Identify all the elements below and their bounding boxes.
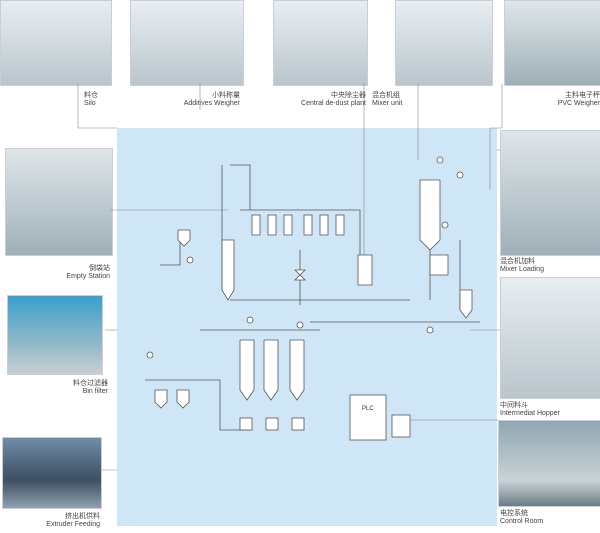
label-en: Control Room (500, 518, 544, 525)
label-en: Bin filter (82, 388, 108, 395)
silo-photo (0, 0, 112, 86)
control-room-photo (498, 420, 600, 507)
label-cn: 挤出机供料 (65, 513, 100, 520)
label-cn: 主料电子秤 (565, 92, 600, 99)
label-cn: 料仓过滤器 (73, 380, 108, 387)
empty-station-photo (5, 148, 113, 256)
leader-lines (77, 84, 503, 471)
label-cn: 电控系统 (500, 510, 528, 517)
valve-symbols (146, 156, 464, 359)
label-cn: 小料称量 (212, 92, 240, 99)
mixer-loading-photo (500, 130, 600, 256)
plc-cabinet (349, 394, 411, 441)
label-en: Central de-dust plant (301, 100, 366, 107)
hopper-photo (500, 277, 600, 399)
label-cn: 混合机加料 (500, 258, 535, 265)
label-cn: 混合机组 (372, 92, 400, 99)
label-en: Silo (84, 100, 96, 107)
dedust-photo (273, 0, 368, 86)
label-en: Empty Station (66, 273, 110, 280)
additives-photo (130, 0, 244, 86)
label-en: Extruder Feeding (46, 521, 100, 528)
label-cn: 中间料斗 (500, 402, 528, 409)
label-en: Mixer Loading (500, 266, 544, 273)
label-en: Mixer unit (372, 100, 403, 107)
label-cn: 中央除尘器 (331, 92, 366, 99)
pvc-weigher-photo (504, 0, 600, 86)
label-en: Additives Weigher (183, 100, 240, 107)
bin-filter-photo (7, 295, 103, 375)
plc-label: PLC (362, 406, 374, 412)
label-cn: 料仓 (84, 92, 98, 99)
hoppers (154, 179, 473, 431)
label-en: PVC Weigher (557, 100, 600, 107)
mixer-photo (395, 0, 493, 86)
label-en: Intermediat Hopper (500, 410, 560, 417)
extruder-photo (2, 437, 102, 509)
label-cn: 倒袋站 (89, 265, 110, 272)
weigher-row (251, 214, 345, 281)
